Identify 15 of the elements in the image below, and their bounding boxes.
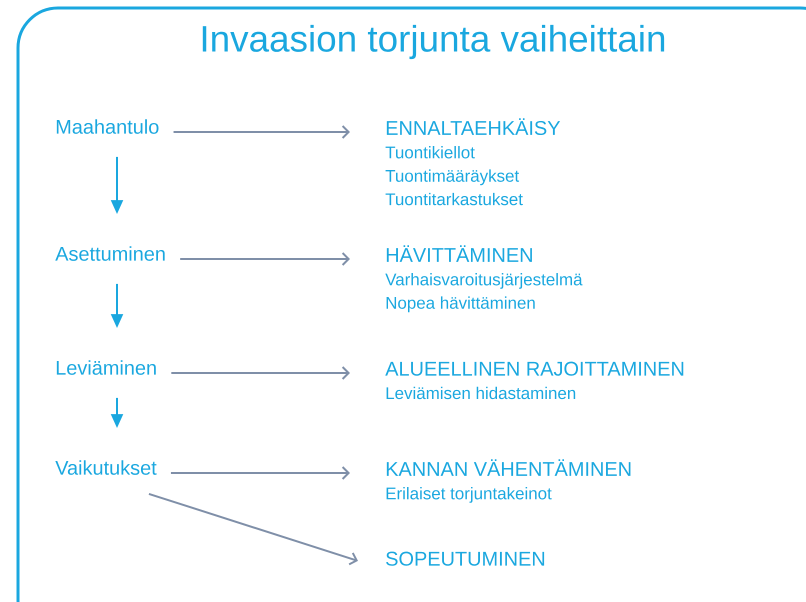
measure-text: ENNALTAEHKÄISY Tuontikiellot Tuontimääräykset Tuontitarkastukset: [386, 118, 560, 206]
stage-label: Asettuminen: [55, 246, 165, 261]
stage-label: Vaikutukset: [55, 460, 157, 475]
measure-text: KANNAN VÄHENTÄMINEN Erilaiset torjuntakeinot: [386, 459, 630, 503]
measure-text: ALUEELLINEN RAJOITTAMINEN Leviämisen hidastaminen: [385, 362, 684, 400]
stage-label: Leviäminen: [56, 360, 156, 375]
arrow: [171, 366, 350, 380]
stage-label: Maahantulo: [56, 119, 158, 134]
arrow: [170, 466, 350, 480]
title: Invaasion torjunta vaiheittain: [202, 24, 664, 60]
arrow: [174, 125, 350, 139]
arrow: [148, 492, 358, 566]
measure-text: SOPEUTUMINEN: [386, 552, 544, 566]
arrow: [180, 252, 350, 266]
measure-text: HÄVITTÄMINEN Varhaisvaroitusjärjestelmä Nopea hävittäminen: [385, 245, 583, 312]
